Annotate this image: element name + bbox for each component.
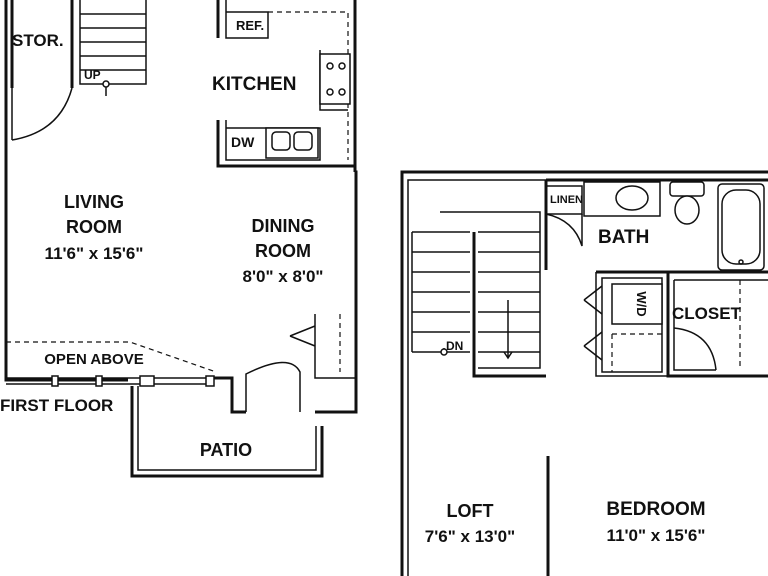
bath-label: BATH (598, 227, 649, 248)
loft-name: LOFT (447, 501, 494, 521)
toilet-icon (669, 181, 705, 225)
stairs-up-label: UP (84, 68, 101, 82)
stairs-down-label: DN (446, 339, 463, 353)
open-above-outline (6, 341, 217, 373)
patio-label: PATIO (200, 440, 252, 460)
dining-closet (289, 314, 356, 379)
second-floor-plan (400, 170, 768, 576)
bedroom-dims: 11'0" x 15'6" (607, 526, 706, 545)
window-strip (6, 375, 215, 387)
patio-door (245, 361, 301, 412)
stairs-down (411, 211, 546, 378)
living-room-name-line1: LIVING (64, 192, 124, 212)
first-floor-outer-wall (4, 0, 358, 414)
living-room-name-line2: ROOM (66, 217, 122, 237)
dining-room-name-line1: DINING (252, 216, 315, 236)
storage-label: STOR. (12, 31, 64, 50)
vanity-icon (583, 181, 661, 217)
refrigerator-label: REF. (236, 18, 264, 33)
open-above-label: OPEN ABOVE (44, 351, 143, 368)
washer-dryer-label: W/D (634, 291, 649, 316)
range-icon (319, 53, 351, 105)
storage-door (11, 87, 73, 141)
hall-wall (595, 272, 668, 377)
first-floor-plan (4, 0, 358, 478)
dining-room-name-line2: ROOM (255, 241, 311, 261)
linen-label: LINEN (550, 194, 583, 206)
bathtub-icon (717, 183, 765, 271)
sink-icon (265, 127, 319, 159)
second-floor-outer-wall (400, 170, 768, 576)
living-room-dims: 11'6" x 15'6" (45, 244, 144, 263)
linen-closet (545, 185, 583, 247)
kitchen-wall (216, 0, 355, 168)
bedroom-closet (666, 272, 768, 378)
patio-inner (137, 386, 317, 471)
dining-room-dims: 8'0" x 8'0" (243, 267, 324, 286)
stairs-up (79, 0, 147, 96)
first-floor-title: FIRST FLOOR (0, 396, 113, 415)
closet-label: CLOSET (672, 304, 742, 323)
patio-outline (130, 386, 324, 478)
second-floor-inner-wall (407, 179, 546, 576)
loft-dims: 7'6" x 13'0" (425, 527, 515, 546)
bedroom-name: BEDROOM (606, 499, 705, 520)
laundry-closet (583, 277, 663, 373)
dishwasher-label: DW (231, 134, 255, 150)
kitchen-label: KITCHEN (212, 74, 296, 95)
